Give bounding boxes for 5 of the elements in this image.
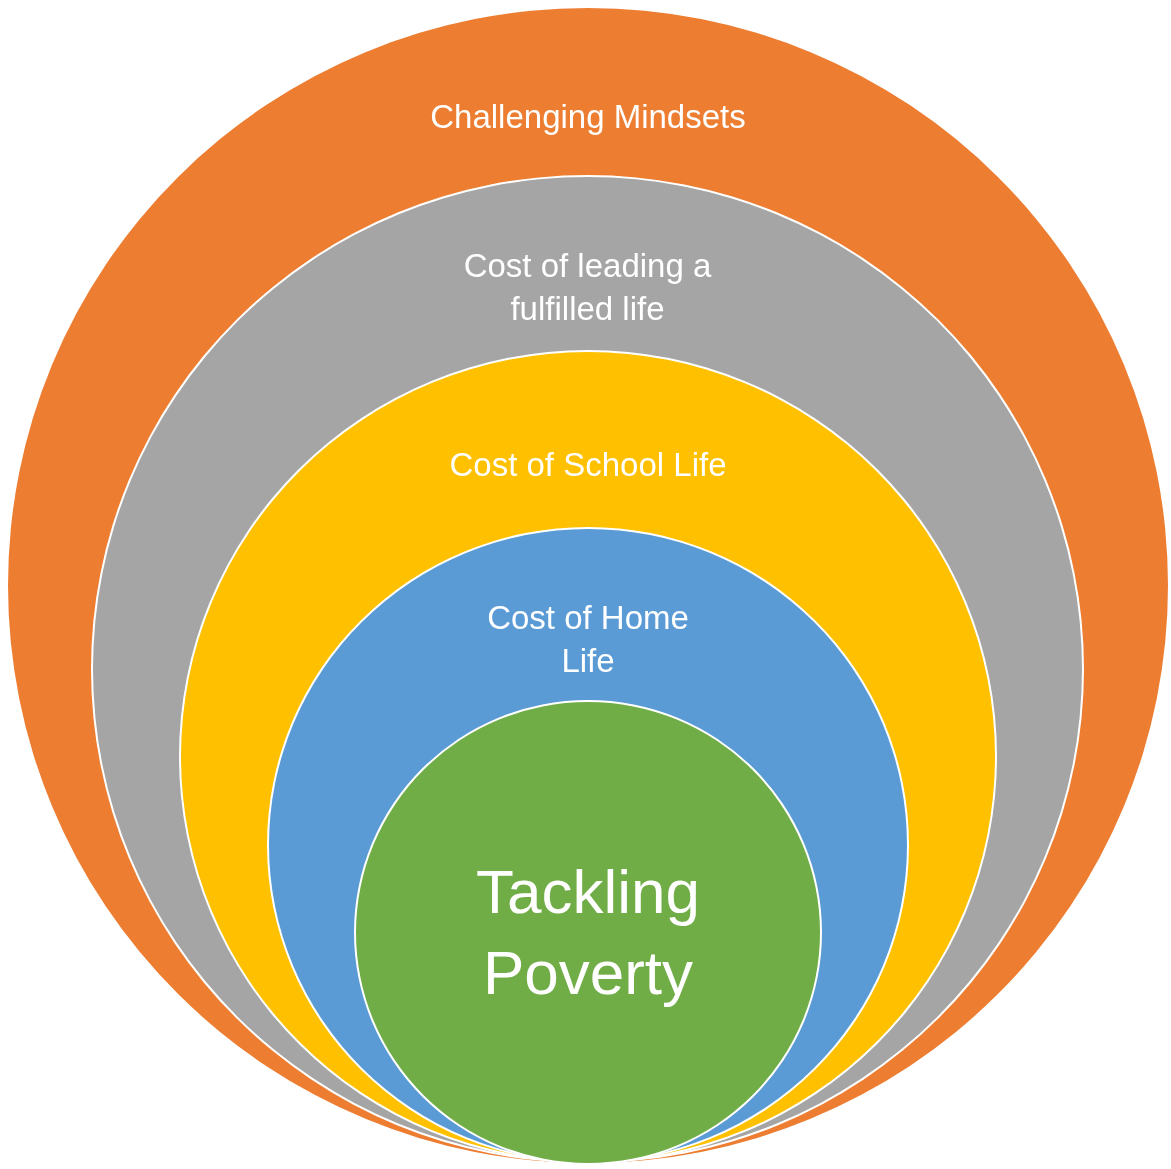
circle-label: Cost of School Life [448,445,728,485]
circle-label: Tackling Poverty [475,855,701,1009]
circle-label: Cost of leading a fulfilled life [462,246,713,329]
circle-label: Cost of Home Life [486,598,690,681]
circle-label: Challenging Mindsets [429,97,747,137]
